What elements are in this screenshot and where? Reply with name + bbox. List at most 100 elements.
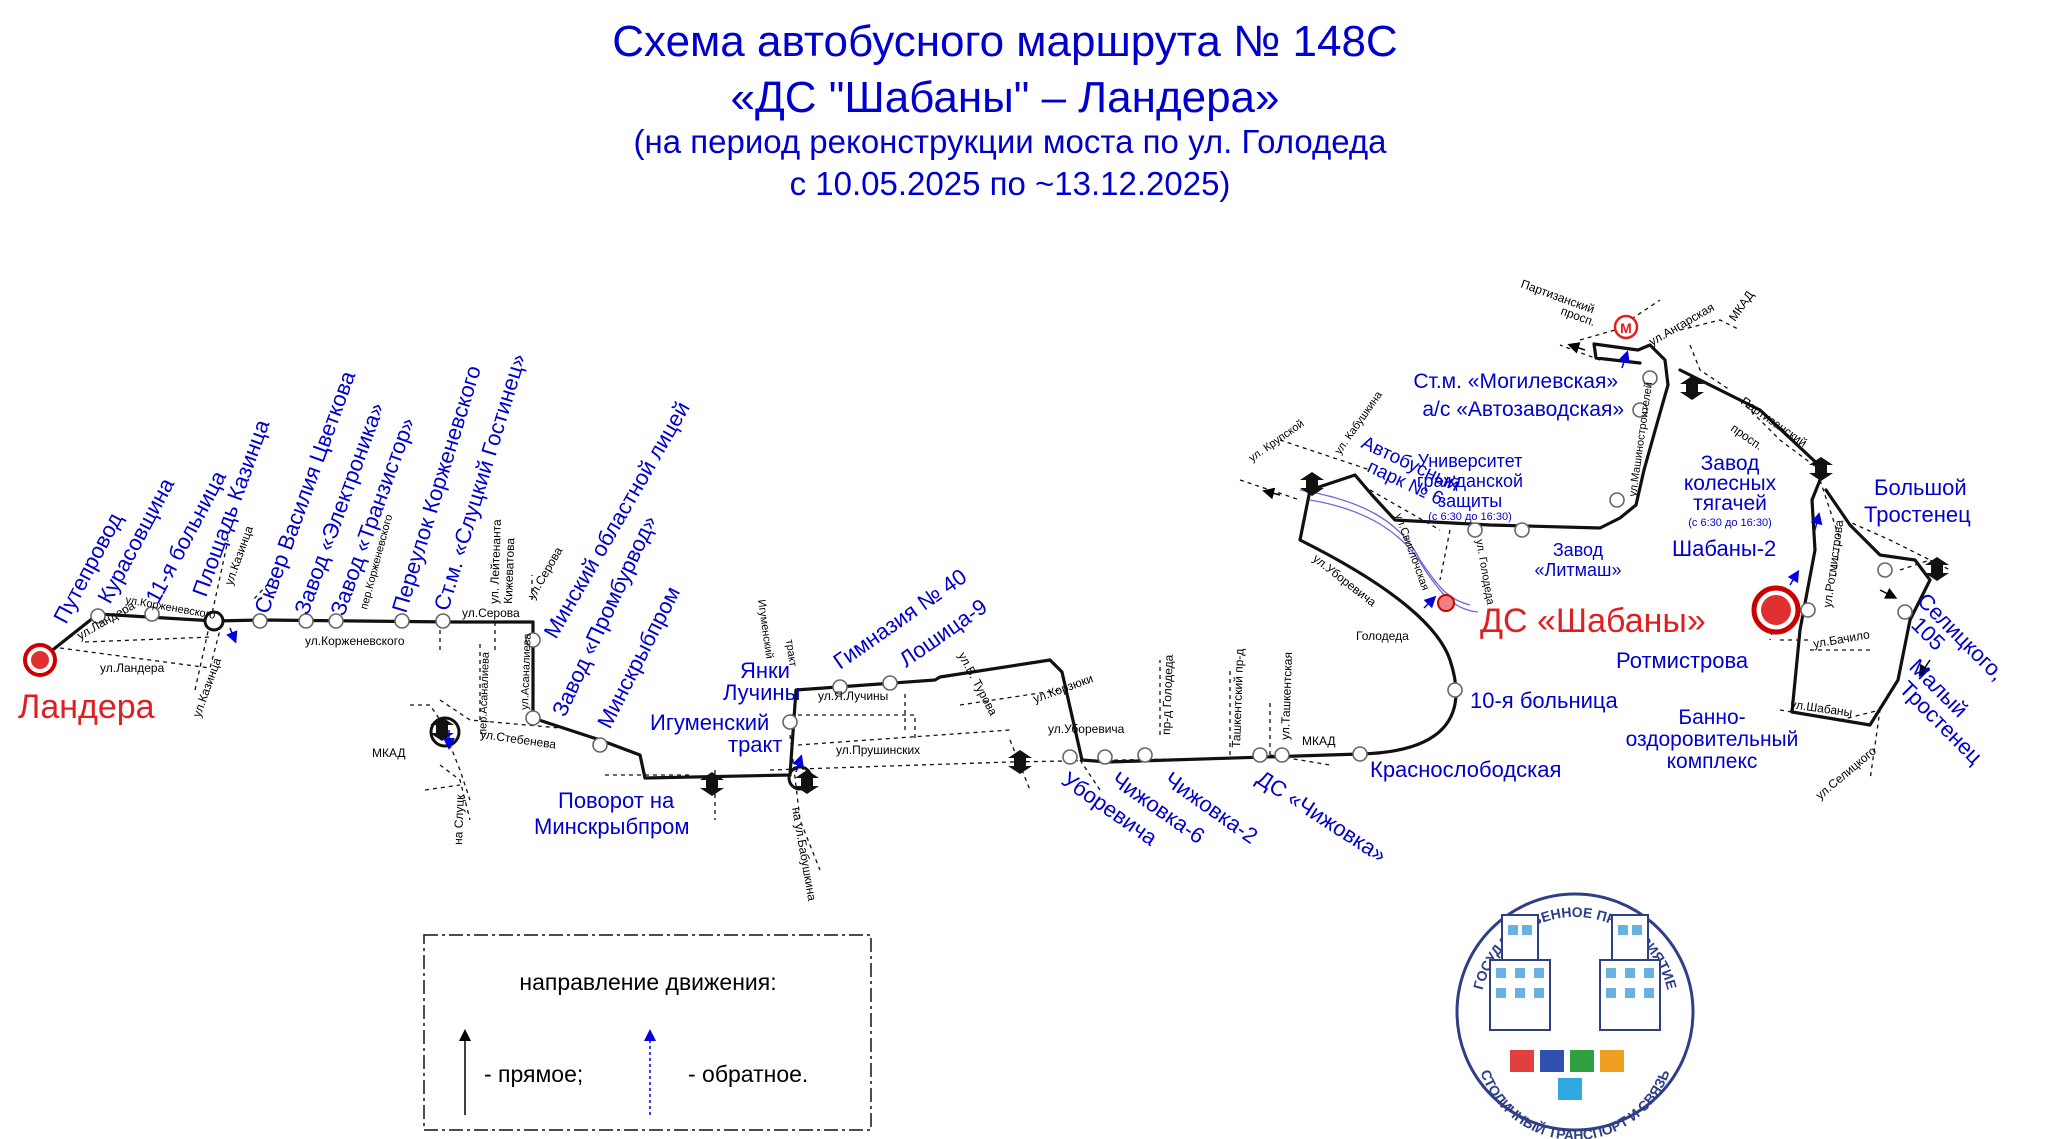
street-label: МКАД bbox=[1726, 288, 1757, 323]
stop-marker bbox=[525, 710, 541, 726]
street-label: ул.Уборевича bbox=[1048, 722, 1125, 736]
stop-marker bbox=[1609, 492, 1625, 508]
stop-label-kolesnyh-2[interactable]: колесных bbox=[1684, 472, 1777, 495]
stop-label-bolshoy-1[interactable]: Большой bbox=[1874, 475, 1967, 500]
stop-label-kolesnyh-4[interactable]: (с 6:30 до 16:30) bbox=[1688, 517, 1771, 529]
stop-marker bbox=[394, 613, 410, 629]
stop-label-litmash-1[interactable]: Завод bbox=[1553, 540, 1604, 560]
legend-forward-label: - прямое; bbox=[484, 1061, 583, 1087]
stop-marker bbox=[1897, 604, 1913, 620]
logo-bus-icon bbox=[1540, 1050, 1564, 1072]
stop-marker bbox=[252, 613, 268, 629]
street-label: на Слуцк bbox=[451, 793, 467, 845]
street-label: тракт bbox=[783, 639, 799, 668]
street-label: ул.Серова bbox=[462, 606, 520, 620]
stop-marker bbox=[1274, 747, 1290, 763]
stop-marker bbox=[298, 613, 314, 629]
stop-labels: Путепровод Курасовщина 11-я больница Пло… bbox=[48, 351, 2010, 868]
stop-label-univer-4[interactable]: (с 6:30 до 16:30) bbox=[1428, 511, 1511, 523]
title-line-2: «ДС "Шабаны" – Ландера» bbox=[730, 73, 1279, 122]
company-logo: ГОСУДАРСТВЕННОЕ ПРЕДПРИЯТИЕ СТОЛИЧНЫЙ ТР… bbox=[1455, 892, 1695, 1139]
interchange-icon bbox=[1925, 557, 1949, 581]
street-label: просп. bbox=[1728, 421, 1765, 453]
stop-label-yanki-2[interactable]: Лучины bbox=[723, 680, 800, 705]
stop-label-yanki-1[interactable]: Янки bbox=[740, 658, 790, 683]
street-label: МКАД bbox=[1302, 734, 1336, 748]
terminal-landera-marker[interactable] bbox=[23, 643, 57, 677]
river-bank bbox=[1309, 499, 1479, 613]
stop-label-kolesnyh-1[interactable]: Завод bbox=[1701, 452, 1760, 475]
stop-marker bbox=[1514, 522, 1530, 538]
map-title: Схема автобусного маршрута № 148С «ДС "Ш… bbox=[612, 17, 1397, 202]
stop-label-igumenskiy-1[interactable]: Игуменский bbox=[650, 710, 769, 735]
street-label: Кижеватова bbox=[501, 537, 517, 604]
stop-label-univer-3[interactable]: защиты bbox=[1438, 491, 1502, 511]
stop-label-banno-2[interactable]: оздоровительный bbox=[1626, 728, 1799, 751]
street-label: ул.Корженевского bbox=[305, 634, 405, 648]
stop-label-10-hospital[interactable]: 10-я больница bbox=[1470, 688, 1619, 713]
street-label: ул. Лейтенанта bbox=[487, 519, 504, 604]
stop-label-univer-2[interactable]: гражданской bbox=[1417, 471, 1523, 491]
stop-marker bbox=[1800, 602, 1816, 618]
stop-label-povorot-2[interactable]: Минскрыбпром bbox=[534, 814, 690, 839]
street-label: ул.Ангарская bbox=[1647, 300, 1717, 349]
street-label: Ташкентский пр-д bbox=[1229, 648, 1246, 748]
metro-icon: М bbox=[1613, 314, 1639, 340]
street-label: ул.Свислочская bbox=[1392, 512, 1431, 592]
stop-label-mogilevskaya-1[interactable]: Ст.м. «Могилевская» bbox=[1413, 370, 1618, 393]
terminal-shabany-label[interactable]: ДС «Шабаны» bbox=[1480, 602, 1706, 640]
interchange-icon bbox=[1300, 472, 1324, 496]
stop-label-mogilevskaya-2[interactable]: а/с «Автозаводская» bbox=[1422, 398, 1624, 421]
legend-backward-label: - обратное. bbox=[688, 1061, 808, 1087]
street-label: ул.Казинца bbox=[190, 656, 224, 719]
stop-marker bbox=[1352, 746, 1368, 762]
legend-frame bbox=[423, 934, 872, 1131]
street-label: ул.Ротмистрова bbox=[1820, 519, 1846, 609]
stop-marker bbox=[1097, 749, 1113, 765]
street-label: ул. Крупской bbox=[1247, 418, 1307, 465]
street-label: ул.Асаналиева bbox=[519, 632, 534, 710]
interchange-ring bbox=[203, 610, 225, 632]
interchange-icon bbox=[1008, 750, 1032, 774]
stop-marker bbox=[592, 737, 608, 753]
legend: направление движения: - прямое; - обратн… bbox=[423, 934, 872, 1131]
stop-label-univer-1[interactable]: Университет bbox=[1418, 451, 1523, 471]
street-label: ул.В. Турова bbox=[955, 650, 1000, 718]
street-label: ул.Уборевича bbox=[1310, 551, 1379, 609]
terminal-shabany-marker[interactable] bbox=[1751, 585, 1801, 635]
stop-marker bbox=[1632, 402, 1648, 418]
street-label: ул.Стебенева bbox=[480, 727, 558, 752]
terminal-landera-label[interactable]: Ландера bbox=[18, 688, 155, 726]
stop-marker bbox=[1467, 522, 1483, 538]
stop-label-rotmistrova[interactable]: Ротмистрова bbox=[1616, 648, 1749, 673]
interchange-icon bbox=[700, 772, 724, 796]
logo-tower-right bbox=[1611, 914, 1649, 961]
stop-marker bbox=[1642, 370, 1658, 386]
title-line-3: (на период реконструкции моста по ул. Го… bbox=[634, 123, 1388, 160]
logo-taxi-icon bbox=[1600, 1050, 1624, 1072]
stop-label-banno-3[interactable]: комплекс bbox=[1667, 750, 1758, 773]
title-line-1: Схема автобусного маршрута № 148С bbox=[612, 17, 1397, 66]
street-label: ул.Ландера bbox=[100, 661, 165, 675]
stop-label-shabany-2[interactable]: Шабаны-2 bbox=[1672, 536, 1776, 561]
stop-label-krasnoslobodskaya[interactable]: Краснослободская bbox=[1370, 757, 1561, 782]
direction-arrows bbox=[226, 342, 1931, 773]
street-label: ул.Я.Лучины bbox=[818, 689, 888, 703]
stop-marker bbox=[832, 679, 848, 695]
street-label: ул.Селицкого bbox=[1813, 744, 1879, 803]
logo-tram-icon bbox=[1510, 1050, 1534, 1072]
logo-tower-left bbox=[1501, 914, 1539, 961]
metro-letter: М bbox=[1620, 320, 1632, 336]
stop-label-kolesnyh-3[interactable]: тягачей bbox=[1693, 492, 1767, 515]
street-label: ул.Машиностроителей bbox=[1627, 381, 1655, 497]
stop-label-banno-1[interactable]: Банно- bbox=[1678, 706, 1745, 729]
stop-marker bbox=[1252, 747, 1268, 763]
stop-label-povorot-1[interactable]: Поворот на bbox=[558, 788, 675, 813]
stop-label-bolshoy-2[interactable]: Тростенец bbox=[1864, 502, 1971, 527]
stop-marker bbox=[328, 613, 344, 629]
stop-label-litmash-2[interactable]: «Литмаш» bbox=[1535, 560, 1622, 580]
stop-marker bbox=[1062, 749, 1078, 765]
stop-label-igumenskiy-2[interactable]: тракт bbox=[728, 732, 783, 757]
stop-marker bbox=[882, 675, 898, 691]
